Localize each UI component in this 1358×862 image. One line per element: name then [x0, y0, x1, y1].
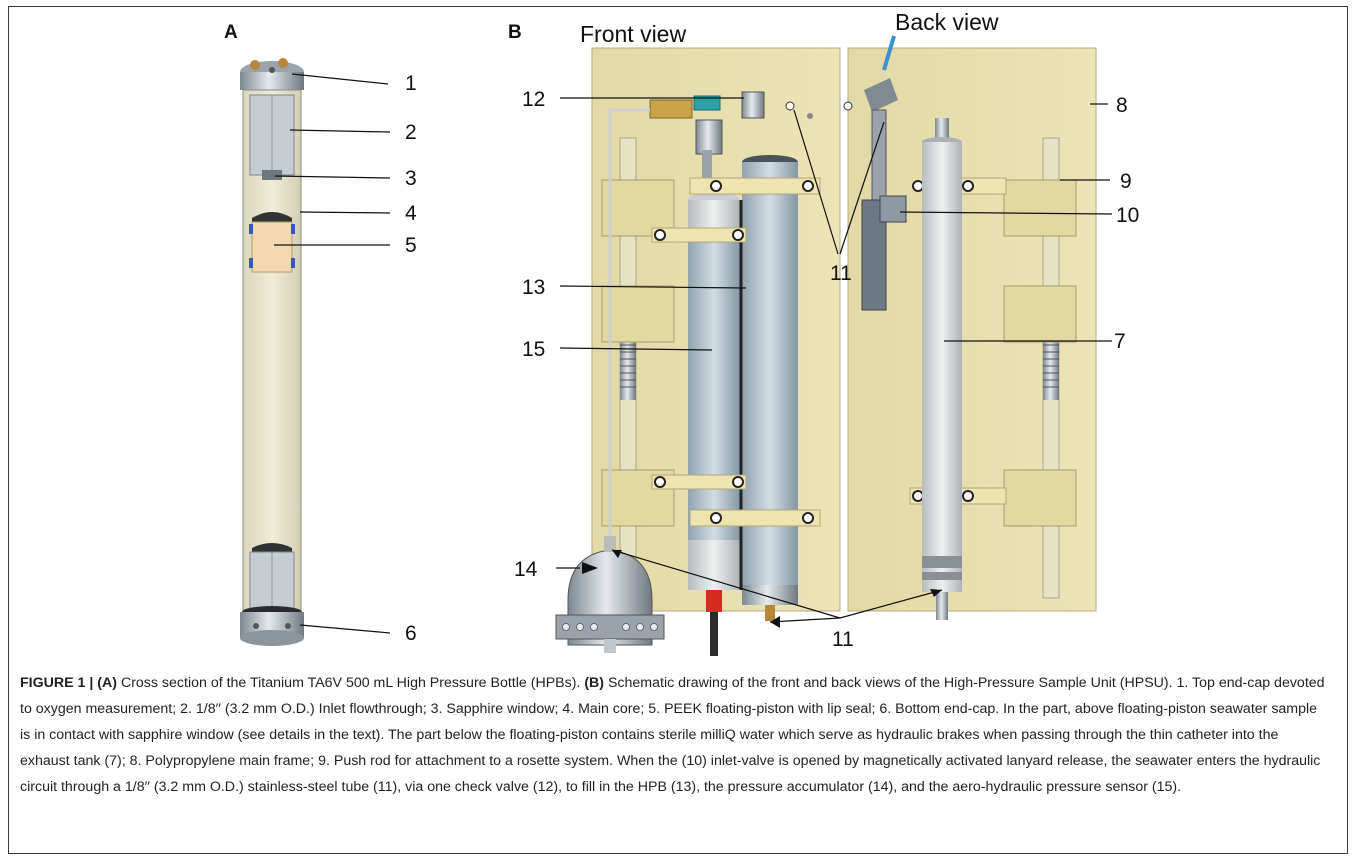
callout-10: 10 [1116, 204, 1139, 227]
caption-part-b-text: Schematic drawing of the front and back … [20, 675, 1325, 795]
callout-8: 8 [1116, 94, 1128, 117]
callout-6: 6 [405, 622, 417, 645]
caption-part-a-text: Cross section of the Titanium TA6V 500 m… [117, 675, 585, 691]
callout-3: 3 [405, 167, 417, 190]
pressure-accumulator [555, 536, 665, 653]
front-view-title: Front view [580, 21, 686, 47]
callout-11: 11 [830, 262, 852, 285]
callout-13: 13 [522, 276, 545, 299]
figure-caption: FIGURE 1 | (A) Cross section of the Tita… [20, 670, 1330, 800]
callout-12: 12 [522, 88, 545, 111]
caption-figure-label: FIGURE 1 | [20, 675, 94, 691]
callout-9: 9 [1120, 170, 1132, 193]
hpb-cross-section [240, 58, 304, 646]
callout-15: 15 [522, 338, 545, 361]
hpb-tube [742, 155, 798, 621]
callout-11-bottom: 11 [832, 628, 854, 651]
callout-2: 2 [405, 121, 417, 144]
callout-5: 5 [405, 234, 417, 257]
callout-7: 7 [1114, 330, 1126, 353]
figure-drawing: A B 1 2 3 4 5 6 [224, 9, 1139, 656]
panel-b-letter: B [508, 22, 522, 43]
callout-14: 14 [514, 558, 538, 581]
exhaust-tank [922, 118, 962, 620]
back-view-title: Back view [895, 9, 999, 35]
inlet-valve [861, 35, 907, 311]
callout-4: 4 [405, 202, 417, 225]
panel-a-letter: A [224, 22, 238, 43]
caption-part-b-tag: (B) [584, 675, 605, 691]
caption-part-a-tag: (A) [97, 675, 117, 691]
callout-1: 1 [405, 72, 417, 95]
valve-block [649, 91, 853, 180]
figure-frame [8, 6, 1348, 854]
